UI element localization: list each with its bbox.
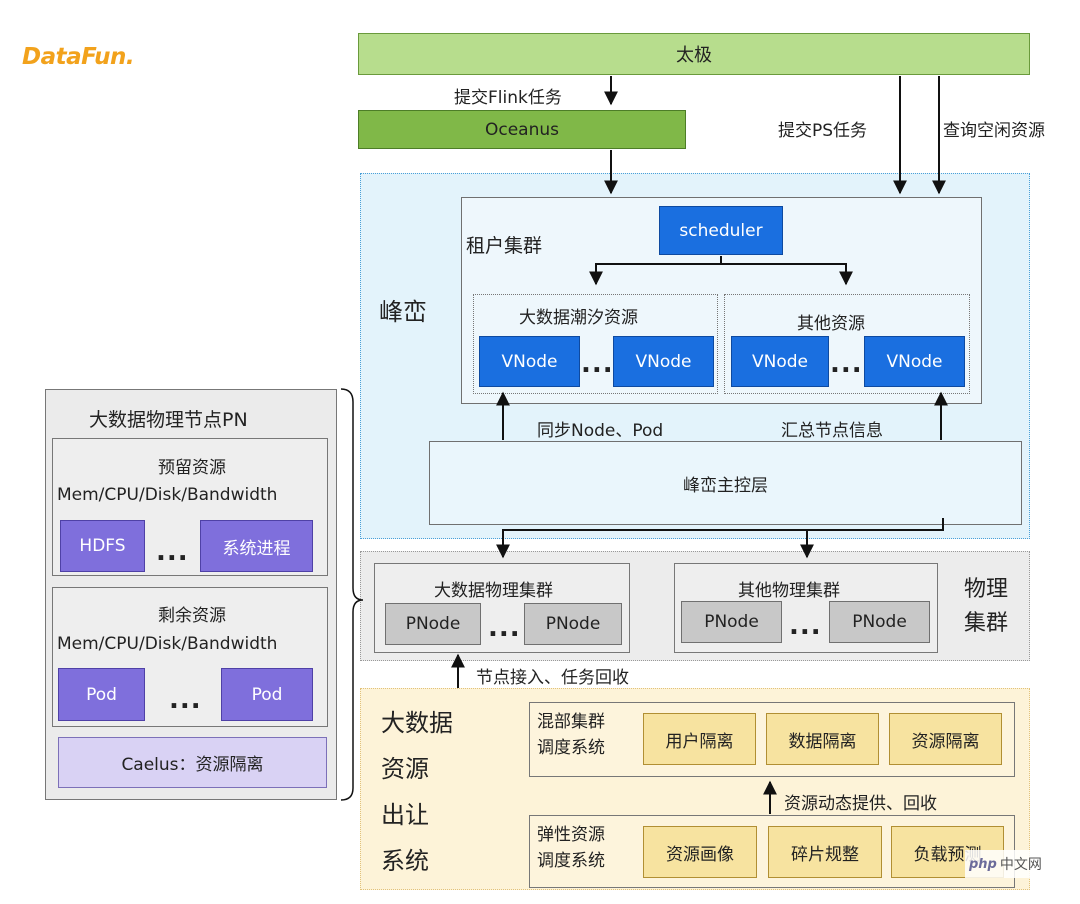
- release-title: 大数据 资源 出让 系统: [381, 700, 501, 884]
- logo-text: DataFun.: [22, 44, 135, 70]
- user-isolation-box: 用户隔离: [643, 713, 756, 765]
- tidal-group: [473, 294, 718, 394]
- php-logo-text: php: [969, 856, 997, 872]
- scheduler-box: scheduler: [659, 206, 783, 255]
- ellipsis: ...: [156, 537, 189, 567]
- pn-title: 大数据物理节点PN: [89, 409, 248, 431]
- release-title-line: 系统: [381, 847, 429, 875]
- data-isolation-label: 数据隔离: [788, 731, 857, 752]
- summary-label: 汇总节点信息: [781, 421, 883, 441]
- load-predict-label: 负载预测: [913, 844, 982, 865]
- taiji-label: 太极: [676, 45, 712, 66]
- mixed-scheduling-title: 混部集群 调度系统: [537, 712, 605, 758]
- vnode-box: VNode: [864, 336, 965, 387]
- master-layer-label: 峰峦主控层: [683, 475, 768, 496]
- fragment-regularize-label: 碎片规整: [791, 844, 859, 865]
- bigdata-physical-title: 大数据物理集群: [434, 581, 553, 601]
- pnode-box: PNode: [385, 603, 481, 645]
- pod-box: Pod: [58, 668, 145, 721]
- ellipsis: ...: [488, 613, 521, 643]
- other-physical-title: 其他物理集群: [738, 581, 840, 601]
- ellipsis: ...: [830, 349, 863, 379]
- query-idle-label: 查询空闲资源: [943, 121, 1045, 141]
- ellipsis: ...: [581, 349, 614, 379]
- vnode-label: VNode: [886, 351, 943, 372]
- resource-isolation-label: 资源隔离: [911, 731, 980, 752]
- elastic-scheduling-title: 弹性资源 调度系统: [537, 825, 605, 871]
- pnode-label: PNode: [545, 614, 601, 634]
- ellipsis: ...: [789, 611, 822, 641]
- other-resources-title: 其他资源: [797, 314, 865, 334]
- pnode-label: PNode: [704, 612, 759, 632]
- tenant-cluster-title: 租户集群: [466, 235, 543, 257]
- submit-flink-label: 提交Flink任务: [454, 88, 562, 108]
- resource-profile-box: 资源画像: [643, 826, 757, 878]
- submit-ps-label: 提交PS任务: [778, 121, 868, 141]
- dynamic-provide-label: 资源动态提供、回收: [784, 794, 937, 814]
- reserved-spec: Mem/CPU/Disk/Bandwidth: [57, 485, 278, 505]
- data-isolation-box: 数据隔离: [766, 713, 879, 765]
- pod-label: Pod: [251, 684, 283, 705]
- resource-profile-label: 资源画像: [666, 844, 734, 865]
- php-watermark: php 中文网: [965, 850, 1046, 878]
- vnode-box: VNode: [479, 336, 580, 387]
- system-process-label: 系统进程: [222, 538, 291, 559]
- pod-box: Pod: [221, 668, 313, 721]
- caelus-label: Caelus：资源隔离: [121, 755, 264, 775]
- scheduler-label: scheduler: [679, 220, 763, 241]
- release-title-line: 资源: [381, 755, 429, 783]
- oceanus-label: Oceanus: [484, 119, 559, 140]
- oceanus-box: Oceanus: [358, 110, 686, 149]
- resource-isolation-box: 资源隔离: [889, 713, 1002, 765]
- vnode-box: VNode: [731, 336, 829, 387]
- vnode-box: VNode: [613, 336, 714, 387]
- other-resources-group: [724, 294, 970, 394]
- pnode-box: PNode: [829, 601, 930, 643]
- caelus-box: Caelus：资源隔离: [58, 737, 327, 788]
- tidal-title: 大数据潮汐资源: [519, 308, 638, 328]
- watermark-site: 中文网: [999, 857, 1042, 873]
- vnode-label: VNode: [501, 351, 558, 372]
- datafun-logo: DataFun.: [22, 43, 135, 71]
- vnode-label: VNode: [752, 351, 808, 372]
- remaining-spec: Mem/CPU/Disk/Bandwidth: [57, 634, 278, 654]
- pod-label: Pod: [86, 684, 117, 705]
- release-title-line: 大数据: [381, 709, 453, 737]
- reserved-title: 预留资源: [158, 458, 226, 478]
- pnode-label: PNode: [852, 612, 907, 632]
- pnode-box: PNode: [524, 603, 622, 645]
- sync-label: 同步Node、Pod: [537, 421, 664, 441]
- release-title-line: 出让: [381, 801, 429, 829]
- hdfs-label: HDFS: [79, 536, 126, 556]
- physical-title-text: 物理集群: [963, 577, 1008, 636]
- taiji-box: 太极: [358, 33, 1030, 75]
- pnode-box: PNode: [681, 601, 782, 643]
- ellipsis: ...: [169, 685, 202, 715]
- system-process-box: 系统进程: [200, 520, 313, 572]
- user-isolation-label: 用户隔离: [665, 731, 734, 752]
- fragment-regularize-box: 碎片规整: [768, 826, 882, 878]
- fengluan-title: 峰峦: [379, 298, 427, 326]
- vnode-label: VNode: [635, 351, 692, 372]
- master-layer-box: 峰峦主控层: [429, 441, 1022, 525]
- remaining-title: 剩余资源: [158, 606, 226, 626]
- hdfs-box: HDFS: [60, 520, 145, 572]
- node-access-label: 节点接入、任务回收: [476, 668, 629, 688]
- pnode-label: PNode: [405, 614, 461, 634]
- physical-title: 物理集群: [961, 573, 1011, 641]
